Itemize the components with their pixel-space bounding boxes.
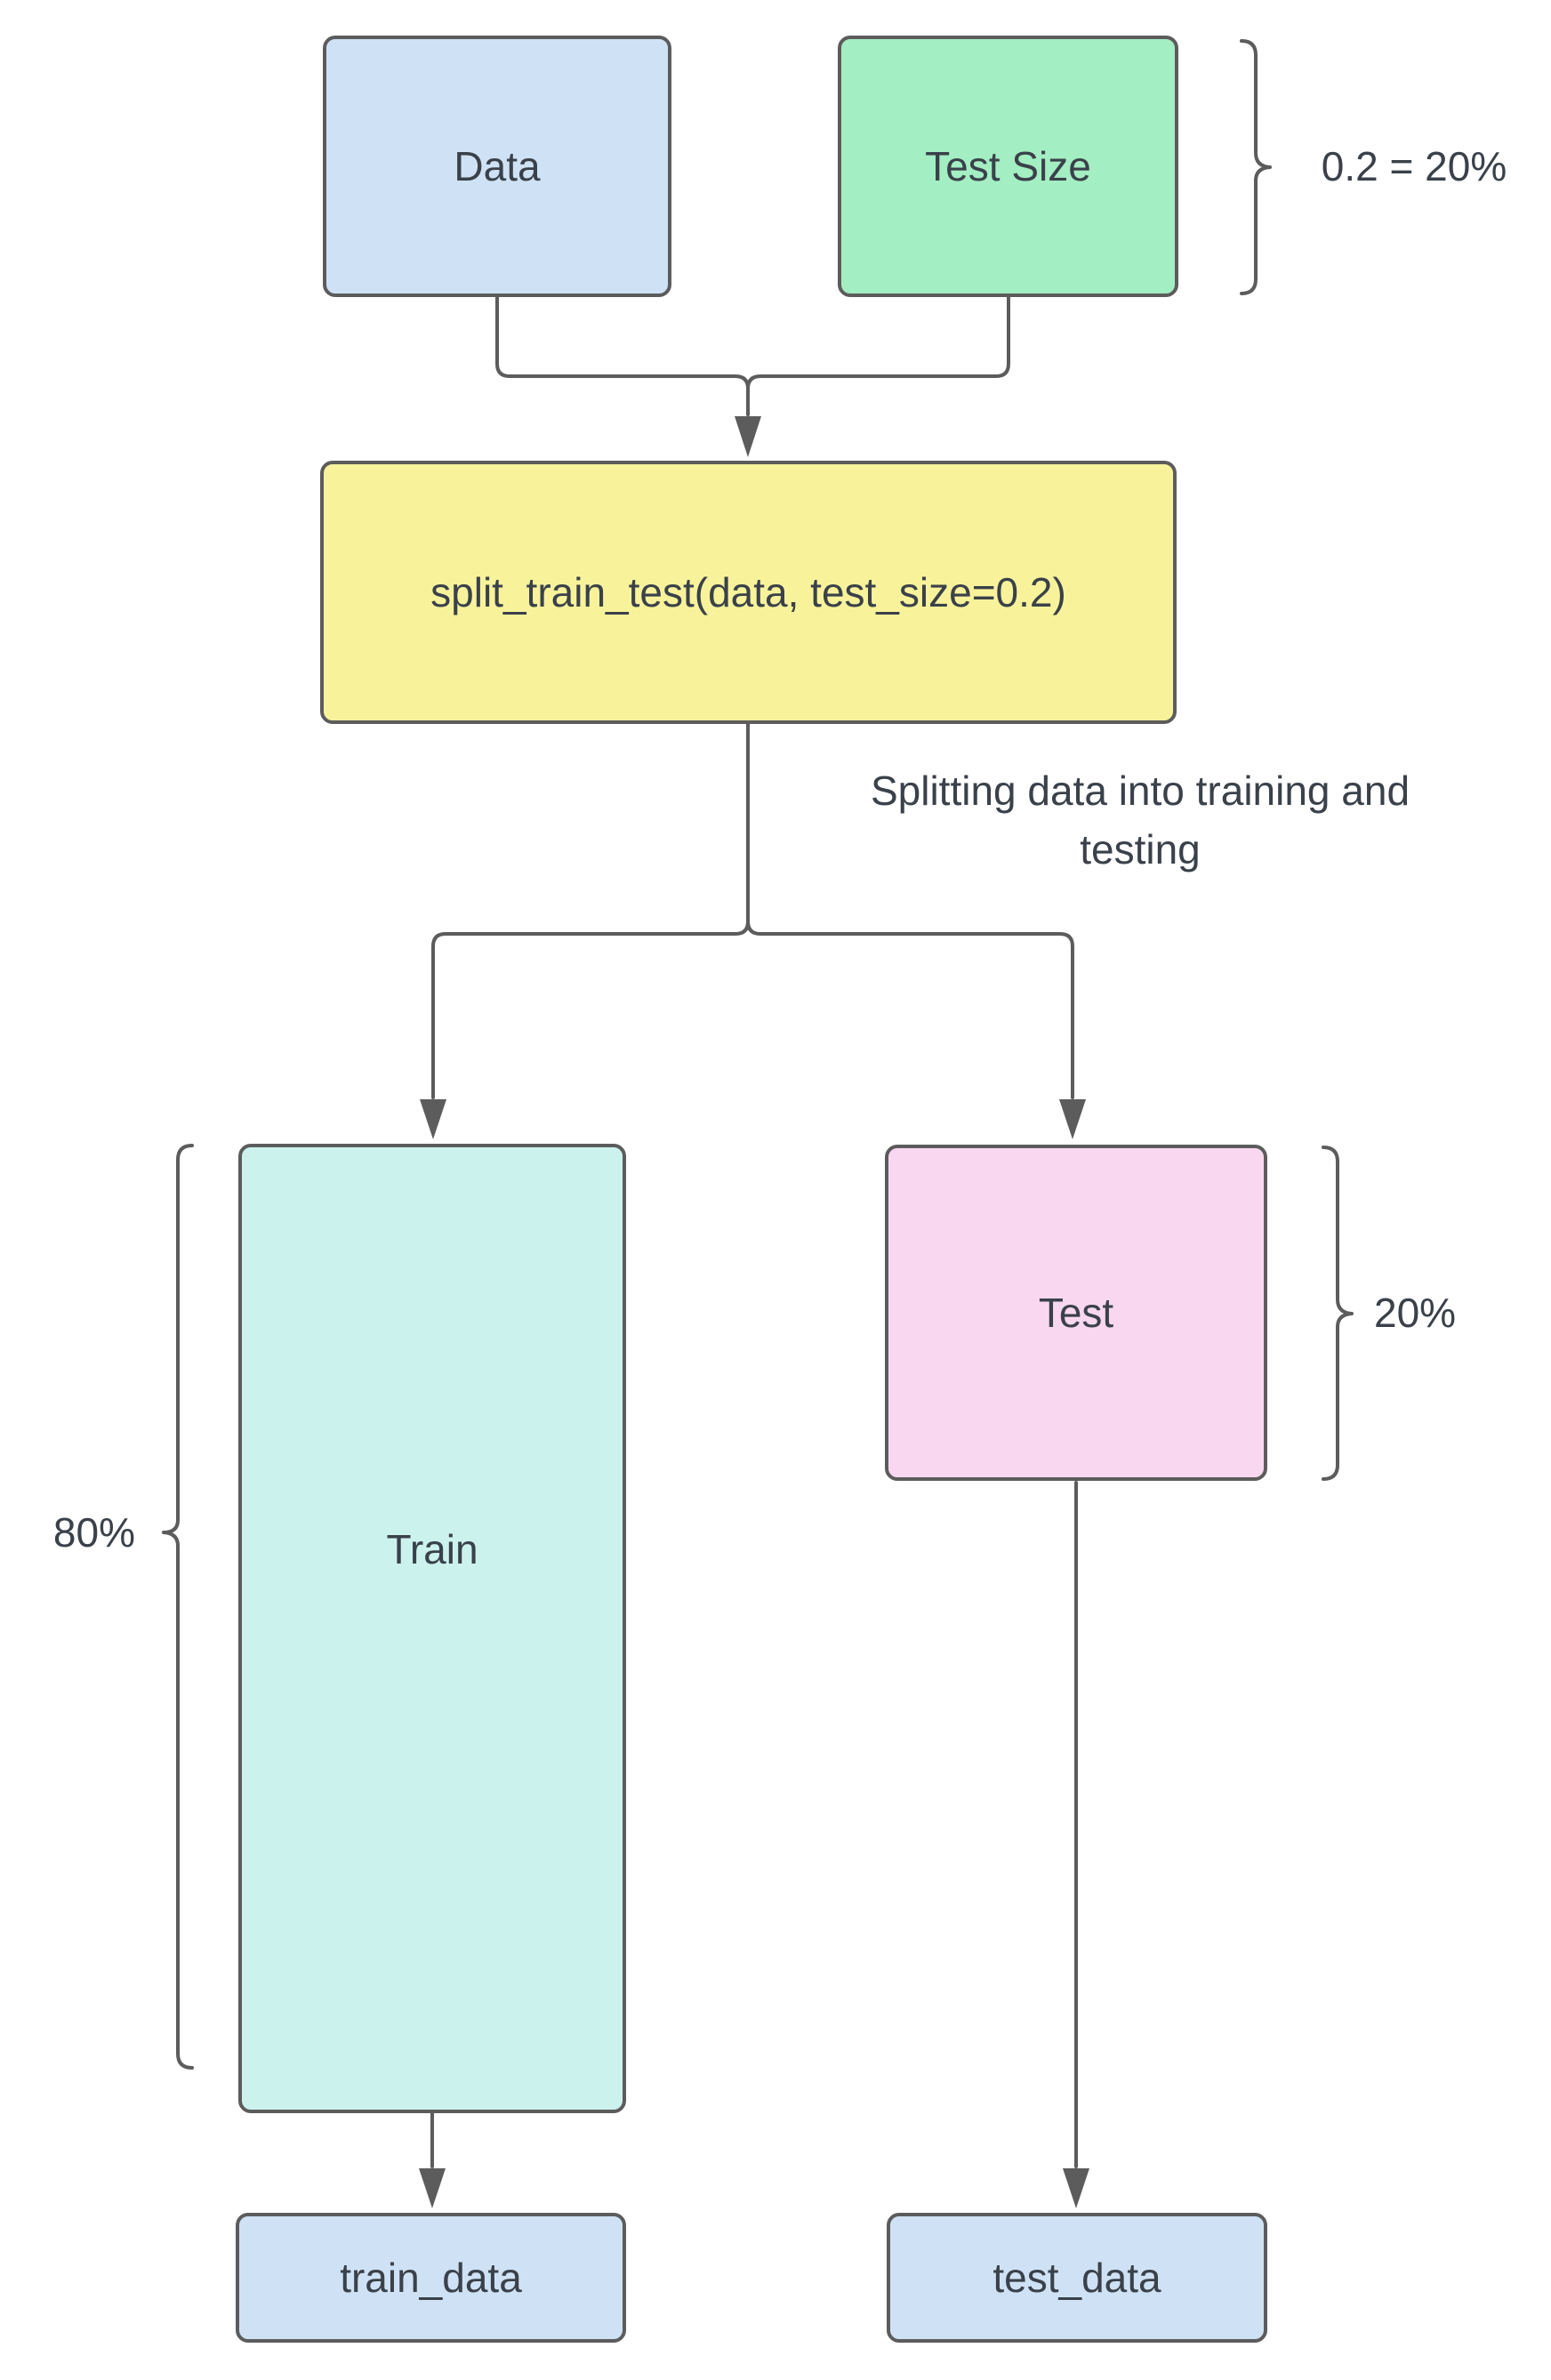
connector-data-to-split bbox=[495, 295, 750, 416]
connector-testsize-to-split bbox=[746, 295, 1010, 416]
node-split-function-label: split_train_test(data, test_size=0.2) bbox=[430, 569, 1066, 615]
brace-right-icon bbox=[1240, 39, 1272, 295]
connector-split-to-train bbox=[431, 920, 750, 1099]
arrow-down-icon bbox=[1063, 2168, 1089, 2208]
annotation-test-percent: 20% bbox=[1374, 1290, 1457, 1336]
annotation-split-caption: Splitting data into training and testing bbox=[870, 768, 1410, 872]
arrow-down-icon bbox=[420, 1099, 446, 1139]
node-train-label: Train bbox=[386, 1526, 478, 1572]
node-data-label: Data bbox=[454, 143, 541, 189]
node-train-label-wrap: Train bbox=[242, 1525, 623, 1573]
node-train: Train bbox=[238, 1144, 626, 2113]
annotation-test-size-note: 0.2 = 20% bbox=[1321, 143, 1507, 189]
brace-left-icon bbox=[162, 1144, 194, 2070]
node-test-size: Test Size bbox=[838, 36, 1178, 297]
node-data: Data bbox=[323, 36, 671, 297]
node-train-data: train_data bbox=[236, 2213, 626, 2343]
arrow-down-icon bbox=[419, 2168, 446, 2208]
node-test-label: Test bbox=[1038, 1290, 1114, 1336]
node-test-size-label: Test Size bbox=[925, 143, 1091, 189]
arrow-down-icon bbox=[1059, 1099, 1086, 1139]
node-test-data-label: test_data bbox=[992, 2255, 1161, 2301]
node-split-function: split_train_test(data, test_size=0.2) bbox=[320, 461, 1177, 724]
node-train-data-label: train_data bbox=[340, 2255, 522, 2301]
arrow-down-icon bbox=[735, 416, 761, 457]
connector-split-to-test bbox=[746, 920, 1074, 1099]
node-test-data: test_data bbox=[887, 2213, 1267, 2343]
annotation-train-percent: 80% bbox=[52, 1509, 135, 1556]
node-test: Test bbox=[885, 1145, 1267, 1481]
brace-right-small-icon bbox=[1322, 1146, 1354, 1481]
